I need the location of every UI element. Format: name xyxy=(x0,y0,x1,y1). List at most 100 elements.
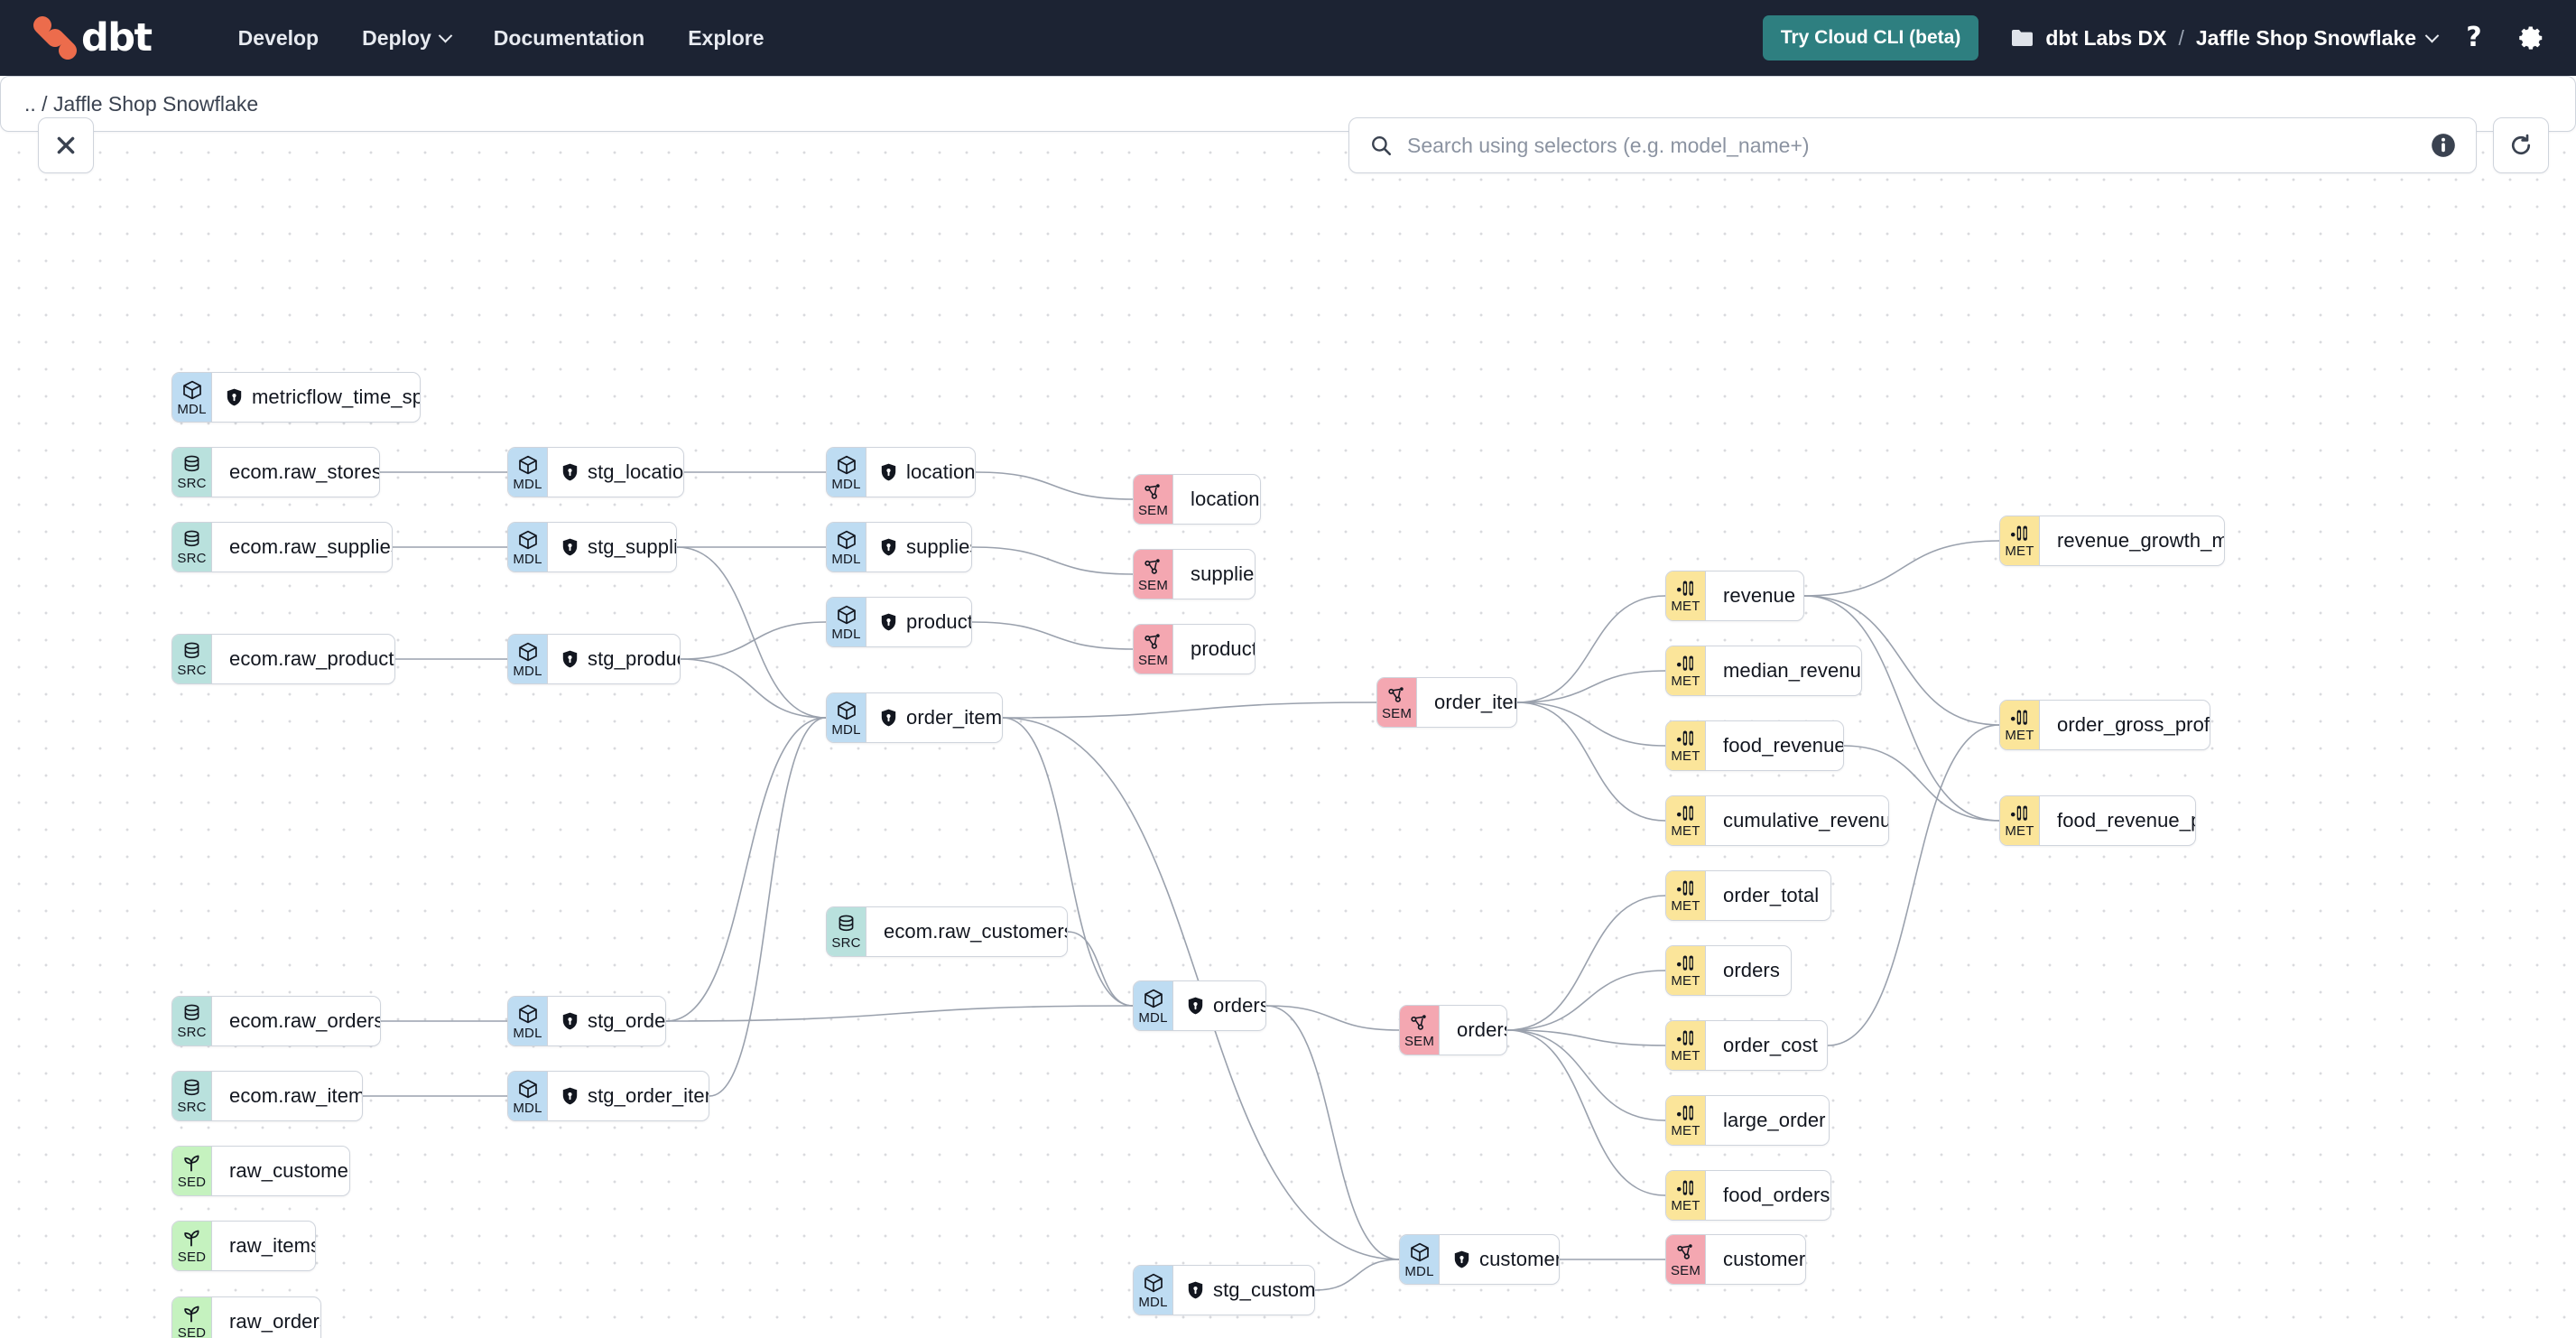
node-name: orders xyxy=(1723,959,1780,981)
graph-node-src_raw_items[interactable]: SRC ecom.raw_items xyxy=(171,1071,363,1121)
graph-node-sem_supplies[interactable]: SEM supplies xyxy=(1133,549,1256,599)
search-input[interactable] xyxy=(1407,133,2431,158)
graph-node-mdl_customers[interactable]: MDLcustomers xyxy=(1399,1234,1560,1285)
database-icon xyxy=(181,454,202,475)
nav-link-develop[interactable]: Develop xyxy=(217,17,340,60)
node-name: ecom.raw_items xyxy=(229,1084,363,1107)
breadcrumb-account[interactable]: dbt Labs DX xyxy=(2045,25,2167,50)
info-icon[interactable] xyxy=(2431,133,2456,158)
node-name: supplies xyxy=(1191,562,1255,585)
graph-node-src_raw_orders[interactable]: SRC ecom.raw_orders xyxy=(171,996,381,1046)
graph-node-met_order_gross_profit[interactable]: MET order_gross_profit xyxy=(1999,700,2210,750)
search-bar[interactable] xyxy=(1348,117,2477,173)
node-label-wrap: ecom.raw_orders xyxy=(212,997,380,1045)
node-type-badge-mdl: MDL xyxy=(172,373,212,422)
node-type-badge-src: SRC xyxy=(827,907,866,956)
node-type-badge-mdl: MDL xyxy=(508,448,548,497)
node-type-label: MET xyxy=(1671,1123,1700,1138)
graph-node-sem_products[interactable]: SEMproducts xyxy=(1133,624,1256,674)
graph-node-sem_locations[interactable]: SEMlocations xyxy=(1133,474,1261,525)
breadcrumb-project-selector[interactable]: Jaffle Shop Snowflake xyxy=(2196,26,2440,51)
lineage-edge-stg_orders-to-mdl_order_items xyxy=(665,717,827,1022)
lineage-edge-stg_order_items-to-mdl_order_items xyxy=(709,717,827,1097)
graph-node-sem_orders[interactable]: SEMorders xyxy=(1399,1005,1507,1055)
private-shield-icon xyxy=(1188,997,1203,1015)
node-name: food_revenue xyxy=(1723,734,1844,757)
settings-button[interactable] xyxy=(2511,17,2553,59)
close-button[interactable] xyxy=(38,117,94,173)
node-label-wrap: order_total xyxy=(1706,871,1830,920)
nav-link-deploy[interactable]: Deploy xyxy=(340,17,472,60)
node-name: order_items xyxy=(906,706,1003,729)
node-type-badge-mdl: MDL xyxy=(508,635,548,683)
try-cloud-cli-button[interactable]: Try Cloud CLI (beta) xyxy=(1762,15,1979,60)
top-navigation-bar: dbt Develop Deploy Documentation Explore… xyxy=(0,0,2576,76)
node-type-label: SRC xyxy=(177,1025,207,1040)
bar-chart-icon xyxy=(1675,654,1696,673)
nav-link-deploy-label: Deploy xyxy=(362,25,431,50)
refresh-button[interactable] xyxy=(2493,117,2549,173)
node-type-label: MET xyxy=(2005,728,2034,743)
graph-node-mdl_supplies[interactable]: MDLsupplies xyxy=(826,522,972,572)
nav-link-explore[interactable]: Explore xyxy=(666,17,785,60)
graph-node-mdl_locations[interactable]: MDLlocations xyxy=(826,447,976,497)
node-type-badge-met: MET xyxy=(1666,571,1706,620)
primary-nav: Develop Deploy Documentation Explore xyxy=(217,17,786,60)
node-label-wrap: orders xyxy=(1440,1006,1506,1055)
bar-chart-icon xyxy=(1675,1028,1696,1047)
node-label-wrap: order_gross_profit xyxy=(2040,701,2210,749)
node-type-label: SEM xyxy=(1137,578,1169,593)
node-type-label: SRC xyxy=(177,1100,207,1115)
nav-link-develop-label: Develop xyxy=(237,25,320,50)
node-label-wrap: products xyxy=(866,598,971,646)
private-shield-icon xyxy=(562,1087,578,1105)
lineage-edge-sem_order_item-to-met_median_revenue xyxy=(1516,670,1666,703)
graph-node-mdl_products[interactable]: MDLproducts xyxy=(826,597,972,647)
help-button[interactable]: ? xyxy=(2453,17,2495,59)
close-icon xyxy=(57,136,75,154)
lineage-graph-canvas[interactable]: MDLmetricflow_time_spineSRCecom.raw_stor… xyxy=(0,76,2576,1338)
node-label-wrap: ecom.raw_products xyxy=(212,635,394,683)
node-label-wrap: metricflow_time_spine xyxy=(212,373,420,422)
bar-chart-icon xyxy=(1675,1178,1696,1197)
node-type-label: SED xyxy=(177,1325,207,1338)
node-label-wrap: food_orders xyxy=(1706,1171,1830,1220)
database-icon xyxy=(181,1078,202,1099)
graph-node-sem_customers[interactable]: SEMcustomers xyxy=(1665,1234,1806,1285)
node-label-wrap: stg_orders xyxy=(548,997,665,1045)
node-label-wrap: order_cost xyxy=(1706,1021,1827,1070)
node-name: customers xyxy=(1479,1248,1559,1270)
semantic-graph-icon xyxy=(1409,1012,1430,1033)
node-name: locations xyxy=(906,460,976,483)
nav-link-documentation[interactable]: Documentation xyxy=(472,17,666,60)
dbt-logo[interactable]: dbt xyxy=(31,15,153,60)
